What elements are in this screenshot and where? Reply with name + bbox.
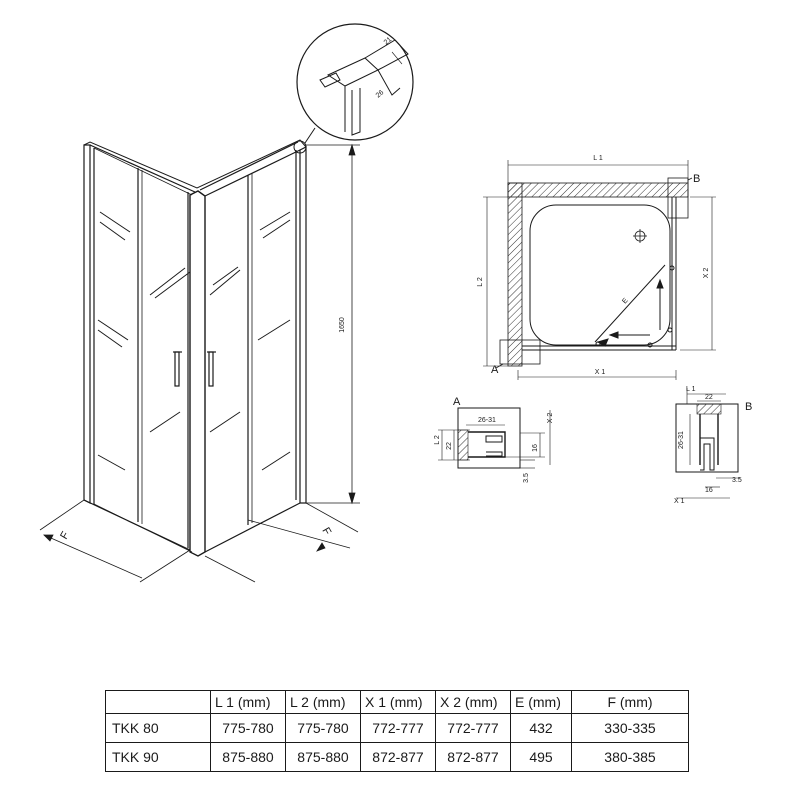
table-header-cell: E (mm) [510, 690, 572, 714]
table-row: TKK 80 775-780 775-780 772-777 772-777 4… [105, 713, 689, 743]
detail-a-d4: 3.5 [523, 473, 530, 483]
detail-b [675, 388, 740, 499]
detail-a-x2: X 2 [547, 413, 554, 424]
table-cell: 775-780 [285, 713, 361, 743]
plan-e-label: E [621, 297, 630, 305]
plan-view [483, 160, 716, 380]
detail-b-d2: 26-31 [678, 431, 685, 449]
detail-a-l2: L 2 [434, 435, 441, 445]
table-header-cell: L 2 (mm) [285, 690, 361, 714]
f-label-left: F [58, 529, 72, 541]
detail-a-title: A [453, 396, 461, 408]
table-cell: 495 [510, 742, 572, 772]
table-header-cell: F (mm) [571, 690, 689, 714]
detail-a [438, 407, 551, 469]
enclosure-3d-view [83, 139, 307, 557]
detail-b-d4: 3.5 [732, 477, 742, 484]
table-row: TKK 90 875-880 875-880 872-877 872-877 4… [105, 742, 689, 772]
f-dimension-right [204, 502, 359, 583]
detail-top-dim-a: 21 [383, 36, 394, 46]
table-header-cell [105, 690, 211, 714]
table-cell: 775-780 [210, 713, 286, 743]
table-cell: 380-385 [571, 742, 689, 772]
detail-a-d1: 26-31 [478, 417, 496, 424]
table-header-cell: X 1 (mm) [360, 690, 436, 714]
detail-b-l1: L 1 [686, 386, 696, 393]
plan-x2-label: X 2 [703, 268, 710, 279]
detail-b-d3: 16 [705, 487, 713, 494]
table-cell: 872-877 [360, 742, 436, 772]
table-cell: 432 [510, 713, 572, 743]
table-cell-model: TKK 80 [105, 713, 211, 743]
table-header-cell: L 1 (mm) [210, 690, 286, 714]
height-dimension [306, 143, 360, 505]
plan-x1-label: X 1 [595, 369, 606, 376]
detail-b-d1: 22 [705, 394, 713, 401]
detail-top-dim-b: 26 [375, 89, 386, 99]
table-cell: 772-777 [435, 713, 511, 743]
table-cell: 330-335 [571, 713, 689, 743]
dimensions-table: L 1 (mm) L 2 (mm) X 1 (mm) X 2 (mm) E (m… [105, 690, 689, 772]
plan-l1-label: L 1 [593, 155, 603, 162]
detail-a-d3: 16 [532, 444, 539, 452]
table-cell: 875-880 [210, 742, 286, 772]
plan-callout-b: B [693, 173, 700, 185]
detail-a-d2: 22 [446, 442, 453, 450]
table-cell-model: TKK 90 [105, 742, 211, 772]
plan-l2-label: L 2 [477, 277, 484, 287]
detail-b-x1: X 1 [674, 498, 685, 505]
f-dimension-left [39, 499, 191, 583]
plan-callout-a: A [491, 364, 499, 376]
table-cell: 772-777 [360, 713, 436, 743]
table-cell: 875-880 [285, 742, 361, 772]
table-cell: 872-877 [435, 742, 511, 772]
height-dim-label: 1650 [339, 317, 346, 333]
table-header-row: L 1 (mm) L 2 (mm) X 1 (mm) X 2 (mm) E (m… [105, 690, 689, 714]
detail-b-title: B [745, 401, 752, 413]
top-corner-detail [293, 23, 414, 154]
f-label-right: F [319, 526, 333, 538]
table-header-cell: X 2 (mm) [435, 690, 511, 714]
